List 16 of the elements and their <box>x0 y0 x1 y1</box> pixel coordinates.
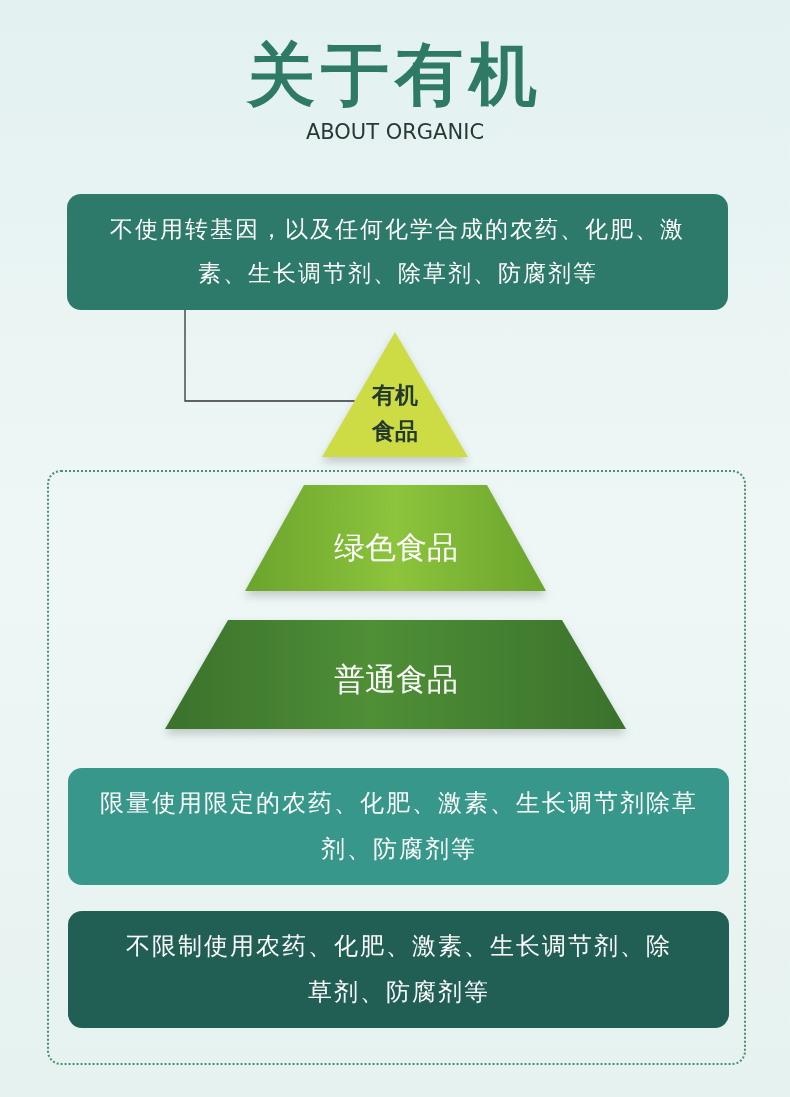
pyramid-top <box>322 332 468 457</box>
info-box <box>67 194 728 310</box>
pyramid-tier <box>245 485 546 591</box>
pyramid-tier <box>165 620 626 729</box>
info-box <box>68 768 729 885</box>
node-text: 有机食品 <box>370 381 419 446</box>
node-text: 绿色食品 <box>332 528 459 567</box>
node-text: 不限制使用农药、化肥、激素、生长调节剂、除草剂、防腐剂等 <box>124 930 673 1008</box>
info-box <box>68 911 729 1028</box>
title: 关于有机 <box>245 34 544 116</box>
node-text: 普通食品 <box>332 660 459 699</box>
subtitle: ABOUT ORGANIC <box>304 120 486 144</box>
dotted-frame <box>47 470 746 1065</box>
node-text: 不使用转基因，以及任何化学合成的农药、化肥、激素、生长调节剂、除草剂、防腐剂等 <box>109 215 686 288</box>
node-text: 限量使用限定的农药、化肥、激素、生长调节剂除草剂、防腐剂等 <box>98 787 699 865</box>
connector-line <box>184 309 356 402</box>
